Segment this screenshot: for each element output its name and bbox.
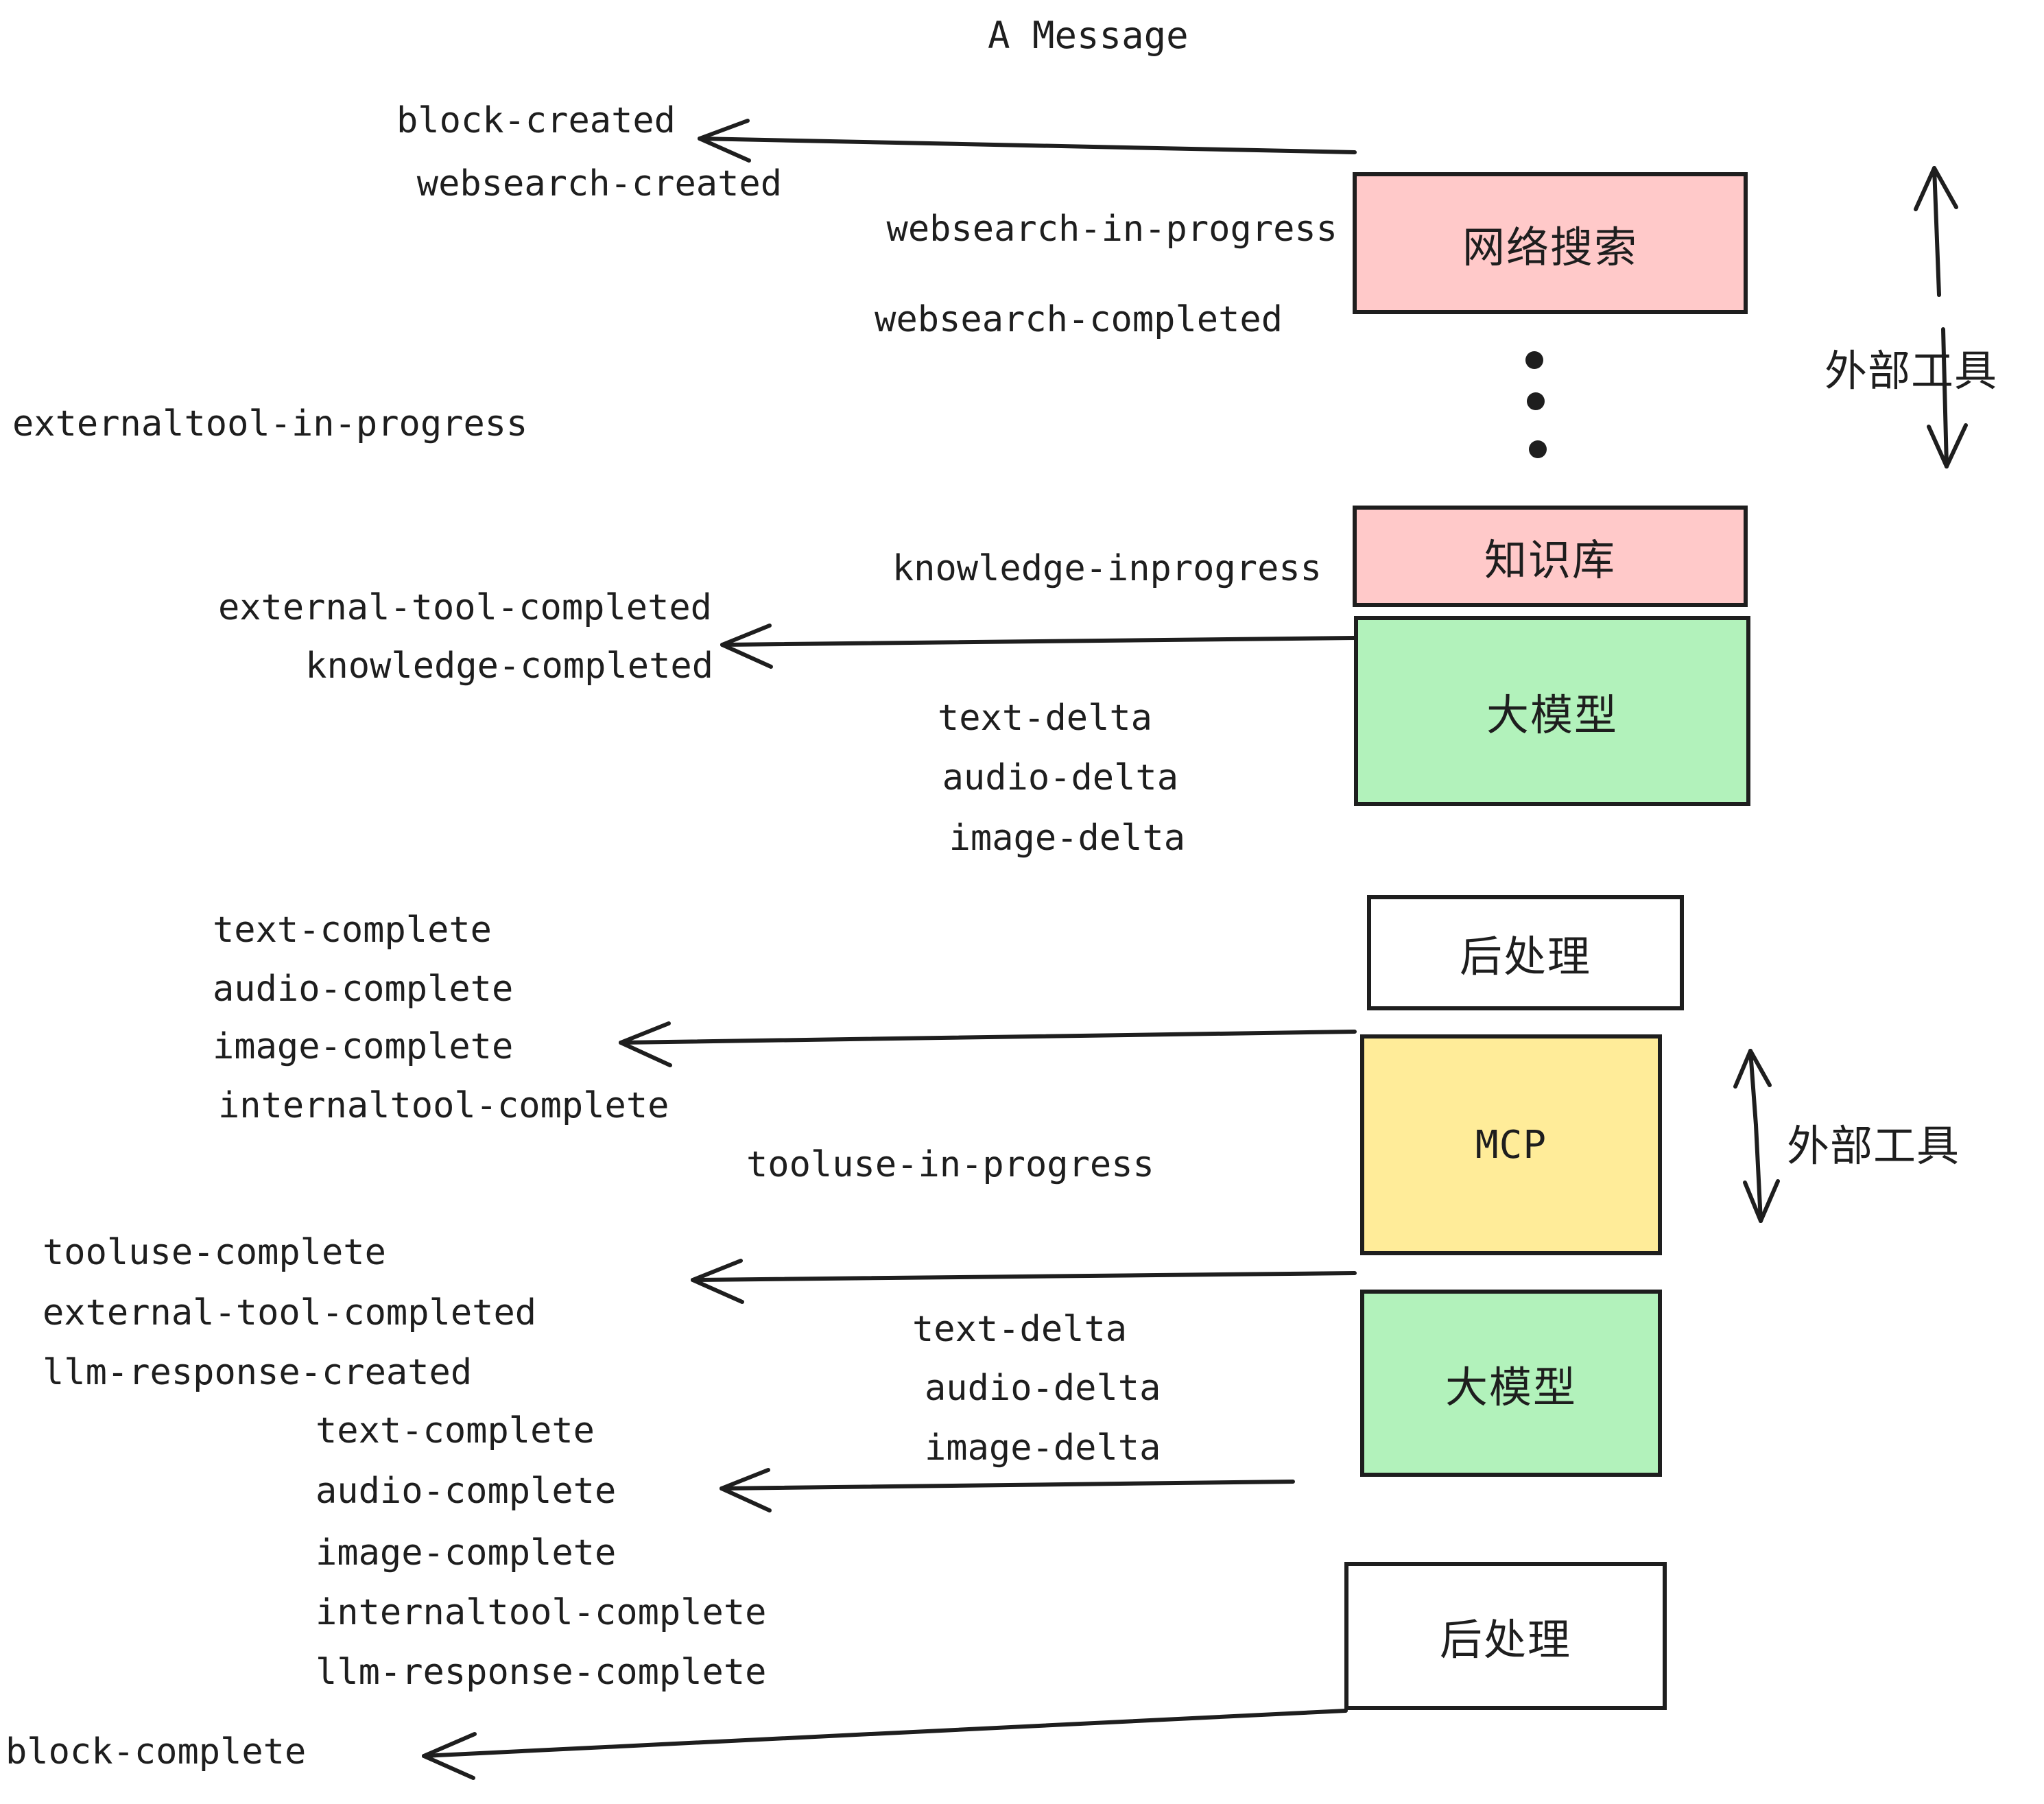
- external-tools-up-arrow-bottom: [1733, 1049, 1772, 1127]
- node-postprocess-1[interactable]: 后处理: [1367, 895, 1684, 1010]
- arrow-websearch-to-created: [698, 119, 1357, 163]
- node-postprocess-2-label: 后处理: [1439, 1615, 1571, 1665]
- event-audio-complete-2: audio-complete: [316, 1471, 617, 1512]
- event-tooluse-in-progress: tooluse-in-progress: [746, 1144, 1154, 1185]
- event-knowledge-inprogress: knowledge-inprogress: [892, 548, 1322, 589]
- event-text-delta-1: text-delta: [937, 698, 1152, 739]
- event-text-complete-1: text-complete: [213, 910, 492, 951]
- node-postprocess-2[interactable]: 后处理: [1344, 1562, 1667, 1710]
- event-knowledge-completed: knowledge-completed: [305, 645, 713, 687]
- event-audio-delta-1: audio-delta: [942, 757, 1178, 798]
- event-text-complete-2: text-complete: [316, 1410, 595, 1451]
- node-mcp[interactable]: MCP: [1360, 1034, 1662, 1255]
- arrow-llm2-to-audio-complete: [720, 1468, 1295, 1512]
- page-title: A Message: [988, 14, 1189, 57]
- external-tools-down-arrow-bottom: [1743, 1123, 1780, 1223]
- external-tools-up-arrow-top: [1914, 166, 1958, 297]
- ellipsis-dot-3: [1529, 440, 1547, 458]
- ellipsis-dot-2: [1527, 392, 1545, 410]
- arrow-llm2-to-tooluse-complete: [691, 1259, 1357, 1304]
- event-external-tool-completed-2: external-tool-completed: [43, 1292, 537, 1333]
- side-label-external-tools-bottom: 外部工具: [1787, 1121, 1960, 1171]
- event-external-tool-completed-1: external-tool-completed: [217, 587, 712, 628]
- node-websearch-label: 网络搜索: [1462, 222, 1638, 272]
- event-llm-response-created: llm-response-created: [43, 1352, 473, 1393]
- node-llm-1[interactable]: 大模型: [1354, 616, 1750, 806]
- event-internaltool-complete-2: internaltool-complete: [316, 1592, 767, 1633]
- event-websearch-completed: websearch-completed: [875, 299, 1283, 340]
- event-llm-response-complete: llm-response-complete: [316, 1652, 767, 1693]
- arrow-mcp-to-image-complete: [619, 1021, 1357, 1067]
- node-llm-2[interactable]: 大模型: [1360, 1290, 1662, 1477]
- event-externaltool-in-progress: externaltool-in-progress: [12, 403, 528, 444]
- arrow-postprocess2-to-block-complete: [422, 1709, 1348, 1780]
- side-label-external-tools-top: 外部工具: [1825, 346, 1998, 396]
- event-image-delta-2: image-delta: [925, 1427, 1161, 1469]
- event-tooluse-complete: tooluse-complete: [43, 1232, 386, 1273]
- node-llm-2-label: 大模型: [1445, 1362, 1577, 1412]
- node-websearch[interactable]: 网络搜索: [1353, 172, 1748, 314]
- node-knowledge-label: 知识库: [1484, 535, 1616, 585]
- event-block-created: block-created: [396, 100, 676, 141]
- event-internaltool-complete-1: internaltool-complete: [218, 1085, 669, 1126]
- ellipsis-dot-1: [1525, 351, 1543, 369]
- event-image-complete-2: image-complete: [316, 1532, 617, 1574]
- event-websearch-created: websearch-created: [416, 163, 782, 204]
- event-text-delta-2: text-delta: [912, 1309, 1128, 1350]
- event-audio-delta-2: audio-delta: [925, 1368, 1161, 1409]
- event-image-complete-1: image-complete: [213, 1026, 514, 1067]
- node-llm-1-label: 大模型: [1486, 689, 1618, 740]
- node-mcp-label: MCP: [1475, 1122, 1547, 1167]
- event-block-complete: block-complete: [5, 1731, 307, 1772]
- event-audio-complete-1: audio-complete: [213, 969, 514, 1010]
- event-image-delta-1: image-delta: [949, 818, 1185, 859]
- arrow-llm1-to-knowledge-completed: [720, 624, 1357, 669]
- node-knowledge[interactable]: 知识库: [1353, 506, 1748, 607]
- event-websearch-in-progress: websearch-in-progress: [886, 209, 1338, 250]
- node-postprocess-1-label: 后处理: [1459, 931, 1591, 982]
